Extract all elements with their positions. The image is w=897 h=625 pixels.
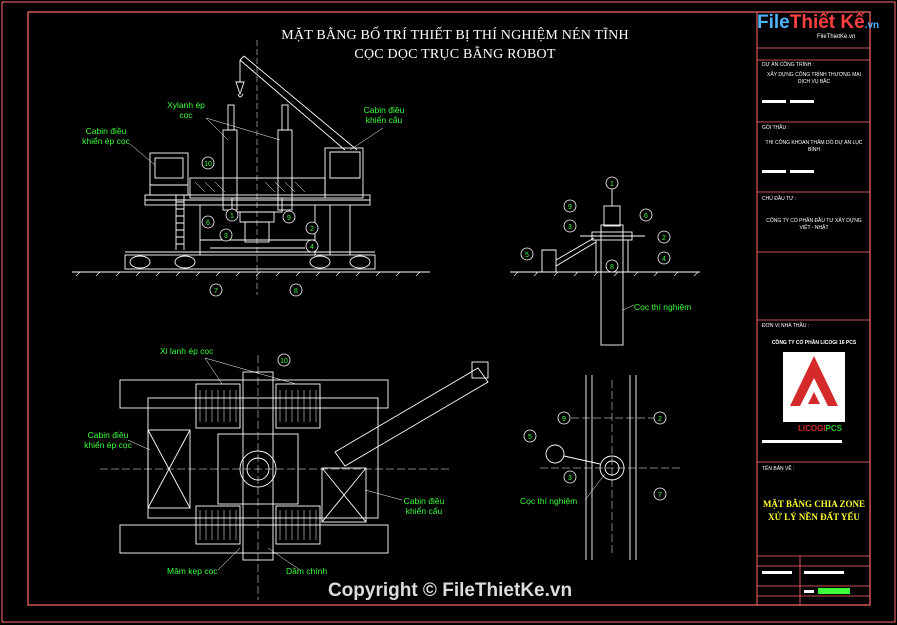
sheet-title-line1: MẶT BẰNG CHIA ZONE bbox=[762, 499, 866, 509]
logo-main: File bbox=[757, 12, 790, 33]
callout-2-elev: 2 bbox=[310, 226, 314, 233]
project-header: DỰ ÁN CÔNG TRÌNH : bbox=[762, 62, 814, 68]
callout-1-elev: 1 bbox=[230, 213, 234, 220]
callout-markers bbox=[201, 156, 671, 501]
callout-7-plan: 7 bbox=[658, 492, 662, 499]
callout-7-elev: 7 bbox=[214, 288, 218, 295]
bidder-text: THI CÔNG KHOAN THĂM DÒ DỰ ÁN LỤC BÌNH bbox=[765, 140, 863, 153]
project-text: XÂY DỰNG CÔNG TRÌNH THƯƠNG MẠI DỊCH VỤ B… bbox=[767, 72, 861, 85]
label-cabin-ep-coc-plan: Cabin điều khiển ép cọc bbox=[84, 430, 132, 450]
inner-frame bbox=[27, 11, 871, 606]
callout-6-elev: 6 bbox=[206, 220, 210, 227]
callout-3-elev: 3 bbox=[224, 233, 228, 240]
callout-10-plan: 10 bbox=[280, 358, 288, 365]
label-cabin-cau-plan: Cabin điều khiển cẩu bbox=[403, 496, 445, 516]
callout-6-side: 6 bbox=[644, 213, 648, 220]
logo-suffix: .vn bbox=[864, 20, 880, 31]
filethietke-logo: FileThiết Kế.vn FileThietKe.vn bbox=[757, 12, 879, 42]
callout-numbers: 10 6 1 9 3 2 4 7 8 1 9 6 3 2 4 5 8 10 5 … bbox=[204, 161, 666, 499]
callout-8-side: 8 bbox=[610, 264, 614, 271]
plan-view bbox=[100, 355, 489, 600]
label-coc-thi-nghiem-plan: Cọc thí nghiệm bbox=[520, 496, 578, 506]
label-cabin-cau: Cabin điều khiển cẩu bbox=[363, 105, 405, 125]
label-cabin-ep-coc: Cabin điều khiển ép cọc bbox=[82, 126, 130, 146]
logo-sub: FileThietKe.vn bbox=[817, 34, 856, 40]
owner-text: CÔNG TY CỔ PHẦN ĐẦU TƯ XÂY DỰNG VIỆT - N… bbox=[766, 218, 862, 231]
callout-5-side: 5 bbox=[525, 252, 529, 259]
label-xi-lanh-ep-coc: Xi lanh ép cọc bbox=[160, 346, 214, 356]
callout-3-side: 3 bbox=[568, 224, 572, 231]
callout-1-side: 1 bbox=[610, 181, 614, 188]
label-coc-thi-nghiem-side: Cọc thí nghiệm bbox=[634, 302, 692, 312]
label-mam-kep-coc: Mâm kẹp cọc bbox=[167, 566, 218, 576]
callout-10-elev: 10 bbox=[204, 161, 212, 168]
logo-accent: Thiết Kế bbox=[789, 12, 865, 33]
drawing-title-line1: MẶT BẰNG BỐ TRÍ THIẾT BỊ THÍ NGHIỆM NÉN … bbox=[281, 28, 629, 43]
label-dam-chinh: Dầm chính bbox=[286, 566, 328, 576]
callout-9-side: 9 bbox=[568, 204, 572, 211]
callout-8-elev: 8 bbox=[294, 288, 298, 295]
bidder-header: GÓI THẦU : bbox=[762, 125, 789, 131]
callout-3-plan: 3 bbox=[568, 475, 572, 482]
elevation-view bbox=[72, 40, 430, 295]
title-block-grid bbox=[757, 47, 870, 605]
owner-header: CHỦ ĐẦU TƯ : bbox=[762, 196, 797, 202]
callout-2-plan: 2 bbox=[658, 416, 662, 423]
callout-2-side: 2 bbox=[662, 235, 666, 242]
callout-5-plan: 5 bbox=[528, 434, 532, 441]
contractor-header: ĐƠN VỊ NHÀ THẦU : bbox=[762, 323, 810, 329]
callout-9-elev: 9 bbox=[287, 215, 291, 222]
licogi-logo bbox=[783, 352, 845, 422]
pile-side-view bbox=[510, 180, 700, 346]
label-xylanh-ep-coc: Xylanh ép cọc bbox=[167, 100, 205, 120]
pile-plan-view bbox=[540, 375, 680, 560]
callout-4-side: 4 bbox=[662, 256, 666, 263]
callout-4-elev: 4 bbox=[310, 244, 314, 251]
contractor-text: CÔNG TY CỔ PHẦN LICOGI 16 PCS bbox=[771, 340, 857, 346]
drawing-title-line2: CỌC DỌC TRỤC BẰNG ROBOT bbox=[354, 47, 556, 62]
callout-9-plan: 9 bbox=[562, 416, 566, 423]
company-logo-text: LICOGIPCS bbox=[797, 424, 842, 433]
sheet-header: TÊN BẢN VẼ : bbox=[762, 466, 795, 472]
sheet-title-line2: XỬ LÝ NỀN ĐẤT YẾU bbox=[768, 512, 860, 522]
copyright-watermark: Copyright © FileThietKe.vn bbox=[327, 580, 573, 601]
